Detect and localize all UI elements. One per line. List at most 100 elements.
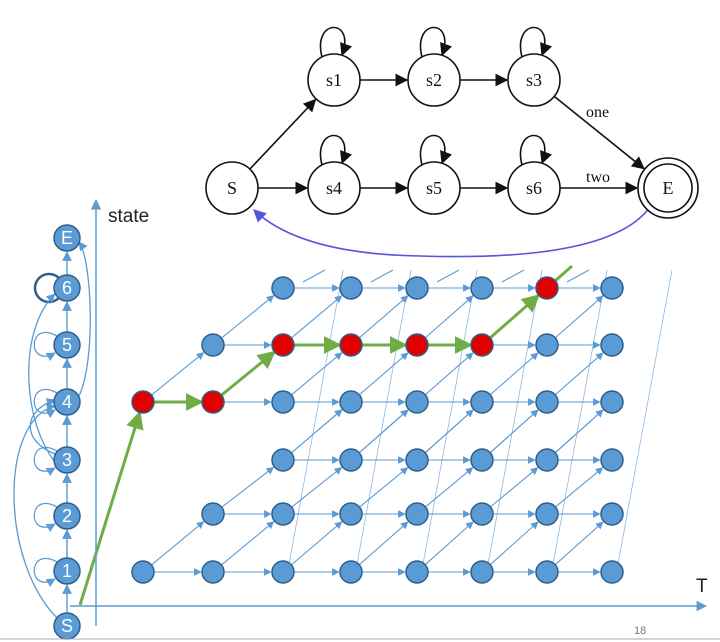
lattice-node-path-r5-3 [339, 333, 363, 357]
lattice-long-edge-5 [487, 269, 543, 565]
lattice-axes: state T [70, 198, 708, 626]
lattice-stub-5 [501, 269, 525, 283]
best-path-edge-2 [220, 350, 276, 397]
fsm-node-label-E: E [663, 178, 674, 198]
lattice-node-r4-3 [339, 390, 363, 414]
chain-self-loop-5 [33, 331, 58, 362]
chain-state-label-3: 3 [62, 450, 72, 470]
best-path-edge-0 [78, 410, 144, 606]
chain-state-1: 1 [53, 557, 81, 585]
lattice-node-r5-1 [201, 333, 225, 357]
lattice-jump-2 [291, 409, 343, 454]
chain-self-loop-2 [33, 502, 58, 533]
lattice-node-path-r4-1 [201, 390, 225, 414]
lattice-diag-r4-5 [489, 352, 539, 396]
lattice-node-r1-6 [535, 560, 559, 584]
lattice-diag-r4-6 [554, 352, 604, 396]
lattice-diag-r2-6 [555, 467, 604, 508]
lattice-node-path-r5-5 [470, 333, 494, 357]
chain-skip-3-6 [28, 293, 56, 463]
lattice-node-r4-6 [535, 390, 559, 414]
lattice-diag-r1-0 [151, 521, 205, 566]
lattice-stub-3 [370, 269, 394, 283]
lattice-long-edge-3 [356, 269, 412, 565]
lattice-diag-r2-4 [425, 467, 474, 508]
fsm-node-label-s3: s3 [526, 70, 542, 90]
x-axis-label: T [696, 576, 708, 597]
lattice-node-r1-7 [600, 560, 624, 584]
lattice-node-r1-0 [131, 560, 155, 584]
fsm-node-s6: s6 [507, 161, 561, 215]
fsm-edge-label-one: one [586, 104, 609, 121]
lattice-diag-r1-6 [554, 521, 604, 566]
lattice-node-r2-7 [600, 502, 624, 526]
lattice-node-r3-6 [535, 448, 559, 472]
lattice-diag-r2-1 [221, 466, 275, 508]
fsm-self-loop-s4 [319, 134, 353, 166]
state-chain: S 1 2 3 4 5 6 E [13, 224, 91, 640]
lattice-node-path-r4-0 [131, 390, 155, 414]
lattice-node-r2-5 [470, 502, 494, 526]
chain-state-label-2: 2 [62, 506, 72, 526]
lattice-node-r3-2 [271, 448, 295, 472]
lattice-jump-6 [554, 409, 604, 454]
lattice-jump-3 [358, 409, 409, 454]
lattice-node-r4-7 [600, 390, 624, 414]
lattice-diag-r2-2 [291, 466, 343, 508]
fsm-node-s3: s3 [507, 53, 561, 107]
chain-state-3: 3 [53, 446, 81, 474]
chain-state-6: 6 [53, 274, 81, 302]
lattice-node-r5-7 [600, 333, 624, 357]
chain-state-2: 2 [53, 502, 81, 530]
y-axis-label: state [108, 206, 149, 227]
fsm-node-label-s1: s1 [326, 70, 342, 90]
fsm-node-S: S [205, 161, 259, 215]
lattice-node-r4-4 [405, 390, 429, 414]
chain-state-S: S [53, 612, 81, 640]
lattice-long-edge-7 [617, 269, 673, 565]
fsm-edge-S-s1 [249, 98, 317, 170]
fsm-node-E: E [637, 157, 699, 219]
lattice-node-r1-2 [271, 560, 295, 584]
lattice-node-r6-2 [271, 276, 295, 300]
lattice-node-r2-1 [201, 502, 225, 526]
lattice-stub-2 [302, 269, 326, 283]
fsm-edge-E-S [253, 206, 651, 258]
chain-skip-3-4 [29, 398, 56, 455]
state-time-lattice [78, 264, 673, 606]
fsm-self-loop-s5 [419, 134, 453, 166]
chain-state-label-5: 5 [62, 335, 72, 355]
lattice-node-r2-2 [271, 502, 295, 526]
lattice-stub-6 [566, 269, 590, 283]
chain-state-4: 4 [53, 388, 81, 416]
lattice-node-path-r5-4 [405, 333, 429, 357]
lattice-node-r3-4 [405, 448, 429, 472]
lattice-node-r2-4 [405, 502, 429, 526]
lattice-node-r5-6 [535, 333, 559, 357]
lattice-diag-r1-2 [291, 521, 343, 566]
fsm-edge-label-two: two [586, 169, 610, 186]
chain-state-label-6: 6 [62, 278, 72, 298]
fsm-self-loop-s3 [519, 26, 553, 58]
fsm-self-loop-s1 [319, 26, 353, 58]
fsm-self-loop-s6 [519, 134, 553, 166]
fsm-node-label-s6: s6 [526, 178, 542, 198]
chain-skip-S-4 [13, 403, 58, 619]
lattice-node-r1-4 [405, 560, 429, 584]
lattice-node-r6-4 [405, 276, 429, 300]
fsm-node-label-s2: s2 [426, 70, 442, 90]
lattice-node-r1-3 [339, 560, 363, 584]
chain-state-E: E [53, 224, 81, 252]
fsm-self-loop-s2 [419, 26, 453, 58]
lattice-diag-r2-5 [490, 467, 539, 508]
lattice-node-r2-6 [535, 502, 559, 526]
lattice-diag-r4-3 [358, 352, 409, 396]
chain-state-5: 5 [53, 331, 81, 359]
lattice-node-path-r5-2 [271, 333, 295, 357]
lattice-node-r2-3 [339, 502, 363, 526]
fsm-node-s1: s1 [307, 53, 361, 107]
lattice-diag-r5-3 [358, 295, 409, 339]
lattice-node-r6-3 [339, 276, 363, 300]
chain-skip-4-E [78, 241, 91, 397]
